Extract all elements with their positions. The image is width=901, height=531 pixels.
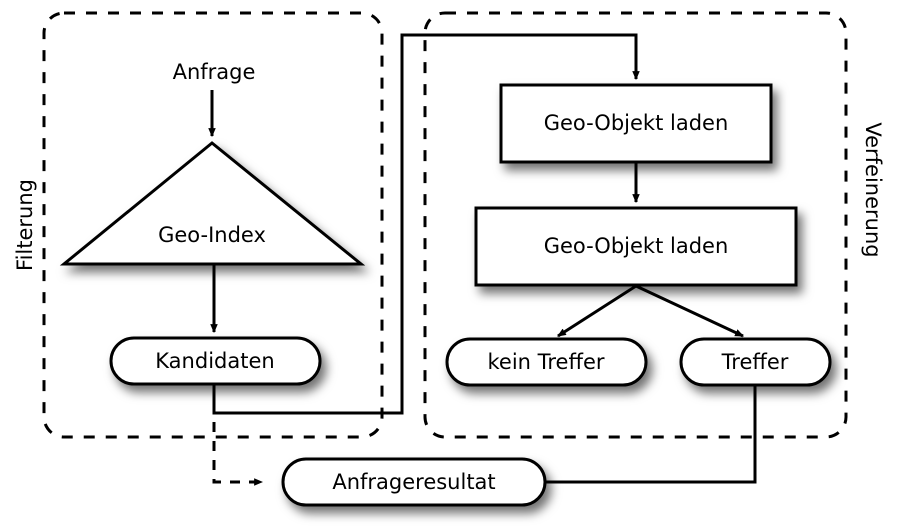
node-geo-index-shape bbox=[59, 141, 366, 266]
node-anfrageresultat-label: Anfrageresultat bbox=[332, 470, 495, 494]
node-treffer-label: Treffer bbox=[721, 350, 789, 374]
node-anfrage-label: Anfrage bbox=[173, 60, 256, 84]
edge-geo-objekt-laden-2-to-kein-treffer bbox=[557, 284, 637, 338]
node-treffer[interactable]: Treffer bbox=[679, 337, 832, 387]
node-geo-objekt-laden-1[interactable]: Geo-Objekt laden bbox=[499, 83, 773, 164]
node-kandidaten-label: Kandidaten bbox=[155, 349, 274, 373]
node-anfrage[interactable]: Anfrage bbox=[173, 60, 256, 84]
node-geo-objekt-laden-1-label: Geo-Objekt laden bbox=[544, 111, 729, 135]
edge-kandidaten-to-anfrageresultat bbox=[212, 384, 264, 486]
node-kein-treffer[interactable]: kein Treffer bbox=[445, 337, 648, 387]
node-geo-objekt-laden-2-label: Geo-Objekt laden bbox=[544, 234, 729, 258]
group-filterung-label: Filterung bbox=[13, 179, 37, 271]
group-filterung: Filterung bbox=[13, 11, 384, 439]
node-geo-objekt-laden-1-shape bbox=[499, 83, 773, 164]
node-kandidaten[interactable]: Kandidaten bbox=[109, 336, 322, 386]
node-geo-index-label: Geo-Index bbox=[158, 223, 266, 247]
node-anfrageresultat[interactable]: Anfrageresultat bbox=[281, 457, 547, 507]
node-kein-treffer-shape bbox=[445, 337, 648, 387]
group-verfeinerung-border bbox=[423, 11, 848, 439]
node-geo-objekt-laden-2-shape bbox=[474, 206, 798, 287]
node-anfrageresultat-shape bbox=[281, 457, 547, 507]
node-geo-objekt-laden-2[interactable]: Geo-Objekt laden bbox=[474, 206, 798, 287]
node-treffer-shape bbox=[679, 337, 832, 387]
group-verfeinerung: Verfeinerung bbox=[423, 11, 885, 439]
edge-treffer-to-anfrageresultat bbox=[545, 385, 757, 484]
node-geo-index[interactable]: Geo-Index bbox=[59, 141, 366, 266]
node-kandidaten-shape bbox=[109, 336, 322, 386]
group-verfeinerung-label: Verfeinerung bbox=[861, 122, 885, 257]
node-kein-treffer-label: kein Treffer bbox=[487, 350, 604, 374]
edge-geo-objekt-laden-2-to-treffer bbox=[635, 284, 745, 338]
